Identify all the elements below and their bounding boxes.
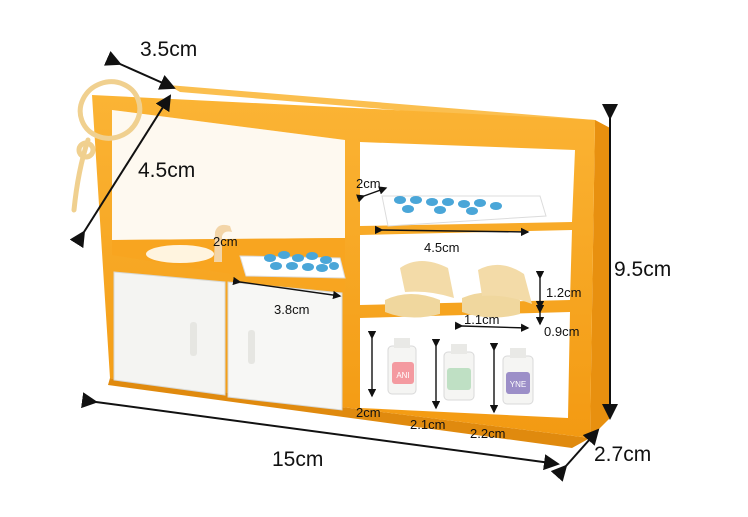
bottle-1: ANI xyxy=(387,338,417,395)
label-total-width: 15cm xyxy=(272,448,323,471)
bottle-label: ANI xyxy=(396,371,409,380)
arrow-left-height xyxy=(69,94,172,249)
label-sink-tray-length: 3.8cm xyxy=(274,302,309,317)
label-shelf-gap: 0.9cm xyxy=(544,324,579,339)
top-pill-tray xyxy=(381,195,547,227)
label-total-height: 9.5cm xyxy=(614,258,671,281)
arrow-total-width xyxy=(81,392,560,471)
dimension-labels: 3.5cm 4.5cm 2cm 4.5cm 2cm 3.8cm 1.2cm 1.… xyxy=(138,38,671,471)
bottles: ANI YNE xyxy=(387,338,534,405)
label-bottle-1: 2cm xyxy=(356,405,381,420)
cabinet-handle-left xyxy=(190,322,197,356)
label-bottle-3: 2.2cm xyxy=(470,426,505,441)
dimension-lines xyxy=(69,51,618,482)
label-sink-tap: 2cm xyxy=(213,234,238,249)
arrow-total-depth xyxy=(550,428,600,482)
label-left-height: 4.5cm xyxy=(138,159,195,182)
arrow-top-depth xyxy=(103,51,176,90)
bottle-label: YNE xyxy=(510,380,526,389)
label-total-depth: 2.7cm xyxy=(594,443,651,466)
faucet xyxy=(214,224,232,262)
sink-pill-tray xyxy=(239,251,346,279)
dentures xyxy=(385,261,532,318)
label-tray-width: 2cm xyxy=(356,176,381,191)
label-dentures-height: 1.2cm xyxy=(546,285,581,300)
label-top-depth: 3.5cm xyxy=(140,38,197,61)
label-dentures-width: 1.1cm xyxy=(464,312,499,327)
cabinet-handle-right xyxy=(248,330,255,364)
bottle-2 xyxy=(443,344,475,401)
bottle-3: YNE xyxy=(502,348,534,405)
label-bottle-2: 2.1cm xyxy=(410,417,445,432)
sink-basin xyxy=(146,245,214,263)
label-top-tray-length: 4.5cm xyxy=(424,240,459,255)
